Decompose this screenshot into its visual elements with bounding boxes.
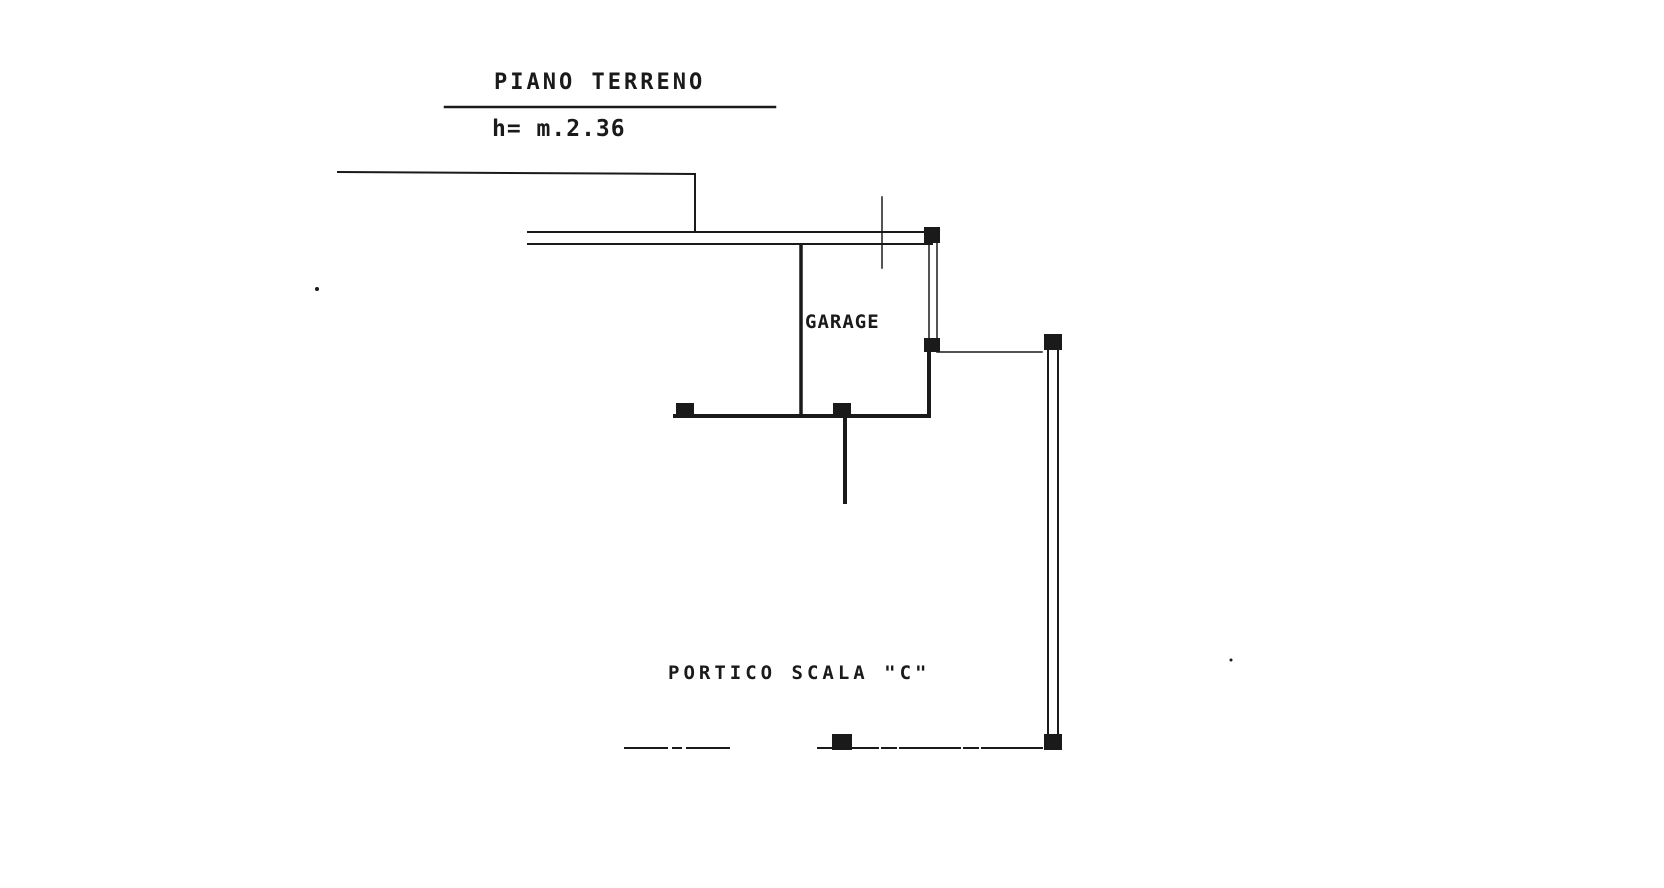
floor-title: PIANO TERRENO: [494, 70, 706, 95]
ink-dot: [1229, 658, 1233, 662]
ceiling-height-note: h= m.2.36: [492, 116, 626, 142]
room-label-garage: GARAGE: [805, 311, 880, 333]
column-marker: [1044, 334, 1062, 350]
column-marker: [924, 338, 940, 352]
column-marker: [1044, 734, 1062, 750]
column-marker: [676, 403, 694, 417]
upper-boundary-line: [336, 170, 696, 233]
ink-dot: [315, 287, 319, 291]
column-marker: [924, 227, 940, 243]
column-marker: [833, 403, 851, 417]
column-marker: [832, 734, 852, 750]
room-label-portico: PORTICO SCALA "C": [668, 662, 931, 684]
garage-lower-wall: [673, 346, 931, 418]
